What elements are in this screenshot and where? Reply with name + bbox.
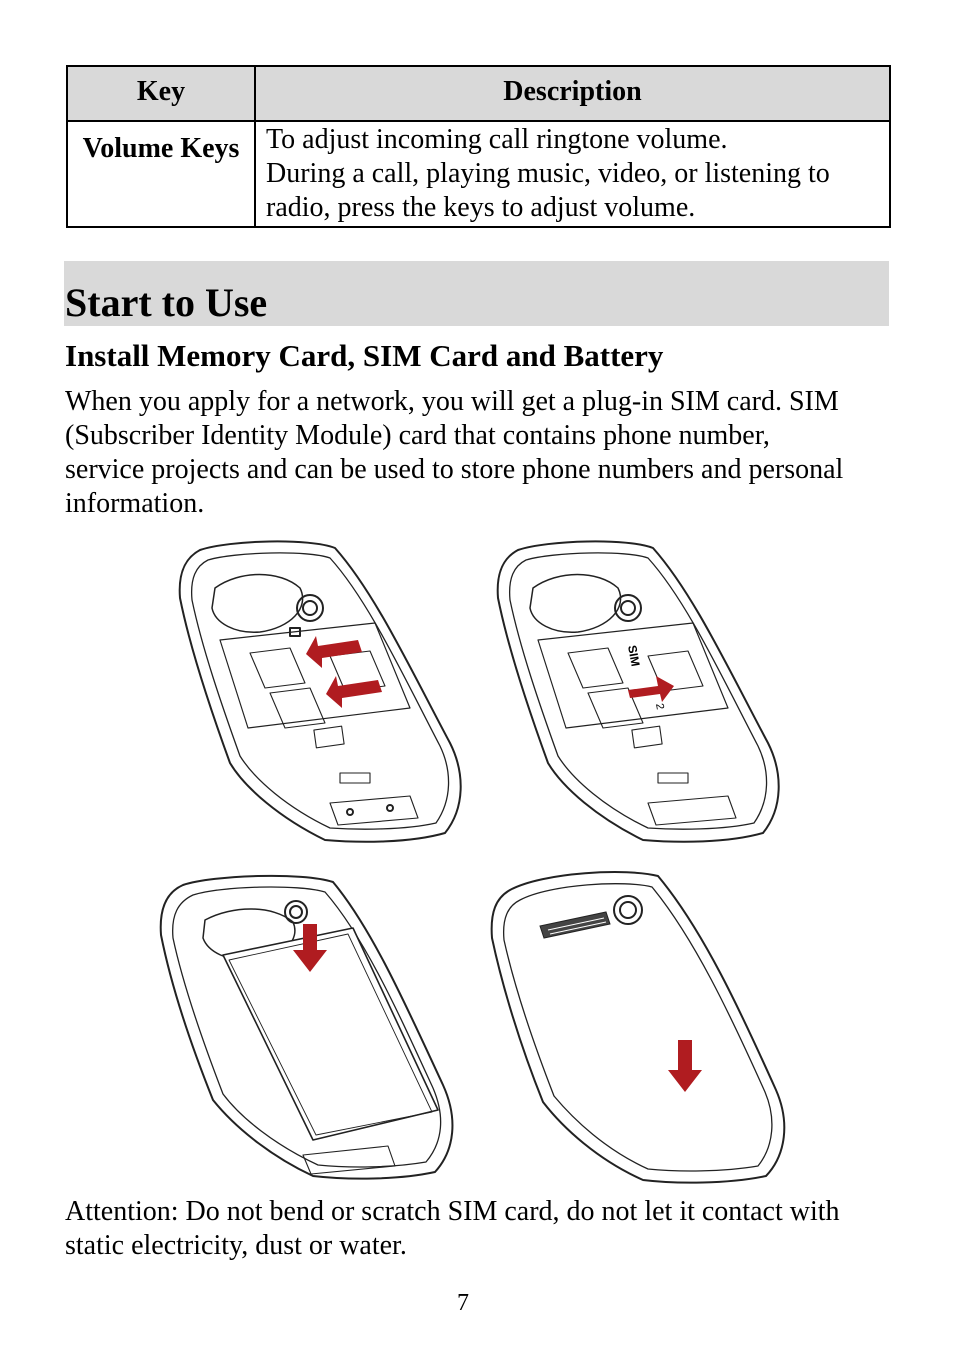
phone-battery-illustration [159,874,454,1180]
table-header-description: Description [254,65,891,122]
down-arrow [293,924,327,972]
insert-arrows [306,636,382,708]
paragraph-line: (Subscriber Identity Module) card that c… [65,420,770,451]
figure-insert-cards [160,528,478,850]
figure-close-cover [478,860,808,1184]
key-description-table: Key Description Volume Keys To adjust in… [66,65,891,228]
speaker-grille [539,911,611,939]
subsection-title: Install Memory Card, SIM Card and Batter… [65,338,664,373]
table-header-key: Key [66,65,256,122]
paragraph-line: When you apply for a network, you will g… [65,386,839,417]
page-number: 7 [457,1290,469,1316]
table-row: Volume Keys To adjust incoming call ring… [66,120,891,228]
sim-slot-label: SIM [625,644,642,667]
description-line: To adjust incoming call ringtone volume. [266,124,728,155]
speaker-grille-holes [547,917,607,935]
paragraph-line: Attention: Do not bend or scratch SIM ca… [65,1196,840,1227]
figure-cards-inserted: SIM 2 [478,528,796,850]
paragraph-line: static electricity, dust or water. [65,1230,407,1261]
intro-paragraph: When you apply for a network, you will g… [65,385,895,521]
table-cell-key: Volume Keys [66,120,256,228]
phone-back-open-illustration: SIM 2 [496,540,780,843]
description-line: During a call, playing music, video, or … [266,158,830,189]
table-cell-description: To adjust incoming call ringtone volume.… [254,120,891,228]
description-line: radio, press the keys to adjust volume. [266,192,696,223]
down-arrow [668,1040,702,1092]
figure-insert-battery [143,860,478,1184]
phone-back-open-illustration [178,540,462,843]
section-title: Start to Use [65,280,268,325]
slide-arrow [628,676,674,702]
section-heading-band [64,261,889,326]
paragraph-line: information. [65,488,205,519]
paragraph-line: service projects and can be used to stor… [65,454,844,485]
attention-paragraph: Attention: Do not bend or scratch SIM ca… [65,1195,895,1263]
slot-number-label: 2 [653,702,666,710]
table-header-row: Key Description [66,65,891,122]
phone-cover-illustration [490,871,786,1184]
